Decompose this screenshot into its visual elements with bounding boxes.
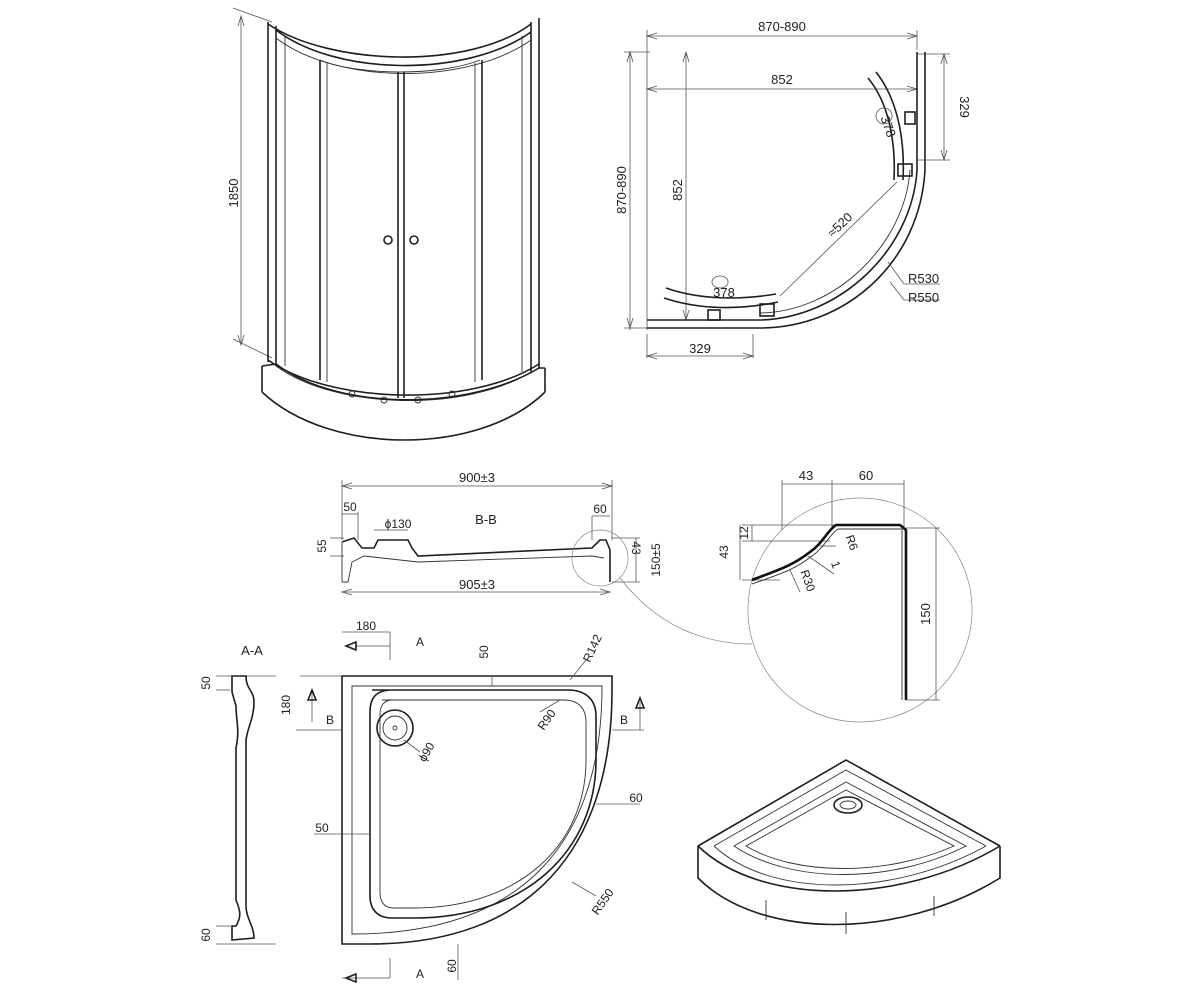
depth-870-890-label: 870-890 bbox=[614, 166, 629, 214]
bb-150-label: 150±5 bbox=[649, 543, 663, 577]
bb-900-label: 900±3 bbox=[459, 470, 495, 485]
detail-r6-label: R6 bbox=[843, 533, 862, 553]
bb-905-label: 905±3 bbox=[459, 577, 495, 592]
detail-1-label: 1 bbox=[828, 559, 844, 570]
bottom-329-label: 329 bbox=[689, 341, 711, 356]
aa-title-label: A-A bbox=[241, 643, 263, 658]
bb-43-label: 43 bbox=[629, 541, 643, 555]
height-1850-label: 1850 bbox=[226, 179, 241, 208]
plan-60-right-label: 60 bbox=[629, 791, 643, 805]
bb-50-label: 50 bbox=[343, 500, 357, 514]
plan-50-left-label: 50 bbox=[315, 821, 329, 835]
detail-r30-label: R30 bbox=[797, 568, 818, 594]
radius-r550-label: R550 bbox=[908, 290, 939, 305]
diagonal-520-label: ≈520 bbox=[824, 209, 855, 240]
tray-plan-view: ϕ90 180 A 50 R142 180 B B R90 60 50 R550 bbox=[279, 619, 646, 984]
bb-60-label: 60 bbox=[593, 502, 607, 516]
plan-180-top-label: 180 bbox=[356, 619, 376, 633]
inner-852-horizontal-label: 852 bbox=[771, 72, 793, 87]
detail-zoom-view: 43 60 12 43 150 R6 1 R30 bbox=[717, 468, 973, 723]
radius-r530-label: R530 bbox=[908, 271, 939, 286]
width-870-890-label: 870-890 bbox=[758, 19, 806, 34]
bb-title-label: B-B bbox=[475, 512, 497, 527]
arc-378-bottom-label: 378 bbox=[713, 285, 735, 300]
detail-43-top-label: 43 bbox=[799, 468, 813, 483]
plan-180-left-label: 180 bbox=[279, 695, 293, 715]
bb-phi130-label: ϕ130 bbox=[385, 517, 412, 531]
detail-43-side-label: 43 bbox=[717, 545, 731, 559]
section-a-a: A-A 50 60 bbox=[199, 643, 276, 945]
plan-b-left-label: B bbox=[326, 713, 334, 727]
plan-50-top-label: 50 bbox=[477, 645, 491, 659]
aa-60-label: 60 bbox=[199, 928, 213, 942]
plan-phi90-label: ϕ90 bbox=[415, 740, 437, 765]
side-329-right-label: 329 bbox=[957, 96, 972, 118]
plan-r550-label: R550 bbox=[589, 886, 617, 918]
tray-perspective-view bbox=[697, 759, 1001, 934]
plan-a-bottom-label: A bbox=[416, 967, 424, 981]
bb-55-label: 55 bbox=[315, 539, 329, 553]
aa-50-label: 50 bbox=[199, 676, 213, 690]
plan-b-right-label: B bbox=[620, 713, 628, 727]
detail-150-label: 150 bbox=[918, 603, 933, 625]
section-b-b: 900±3 50 ϕ130 B-B 60 55 43 150±5 905±3 bbox=[315, 470, 753, 645]
inner-852-vertical-label: 852 bbox=[670, 179, 685, 201]
detail-60-top-label: 60 bbox=[859, 468, 873, 483]
detail-12-label: 12 bbox=[737, 526, 751, 540]
plan-r90-label: R90 bbox=[535, 706, 559, 732]
top-plan-view: 870-890 852 329 870-890 852 bbox=[614, 19, 972, 360]
arc-378-top-label: 378 bbox=[877, 114, 899, 140]
enclosure-perspective-view: 1850 bbox=[226, 7, 546, 441]
plan-r142-label: R142 bbox=[580, 632, 605, 664]
plan-60-bottom-label: 60 bbox=[445, 959, 459, 973]
plan-a-top-label: A bbox=[416, 635, 424, 649]
